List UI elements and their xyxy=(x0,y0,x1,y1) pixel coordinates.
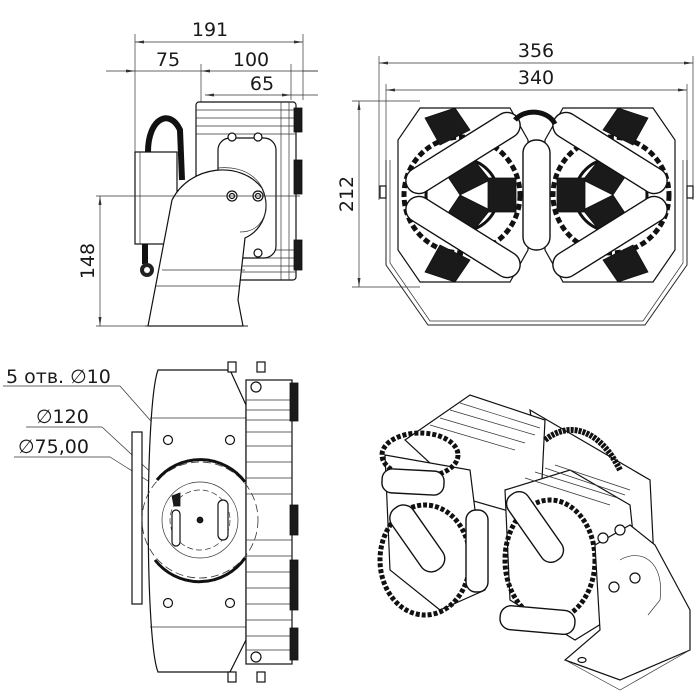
dim-mount-height: 148 xyxy=(77,243,99,279)
dim-overall-depth: 191 xyxy=(192,19,228,41)
dim-body-width: 340 xyxy=(518,67,554,89)
dim-mount-offset: 65 xyxy=(250,73,274,95)
dim-overall-width: 356 xyxy=(518,40,554,62)
callout-circle-outer: ∅120 xyxy=(36,406,89,428)
dim-height: 212 xyxy=(336,176,358,212)
top-view xyxy=(3,361,299,683)
front-view xyxy=(352,56,694,326)
isometric-view xyxy=(377,394,691,691)
dim-body-depth: 100 xyxy=(233,49,269,71)
callout-circle-inner: ∅75,00 xyxy=(18,436,89,458)
dim-bracket-offset: 75 xyxy=(156,49,180,71)
callout-holes: 5 отв. ∅10 xyxy=(6,366,111,388)
side-view xyxy=(96,34,318,327)
